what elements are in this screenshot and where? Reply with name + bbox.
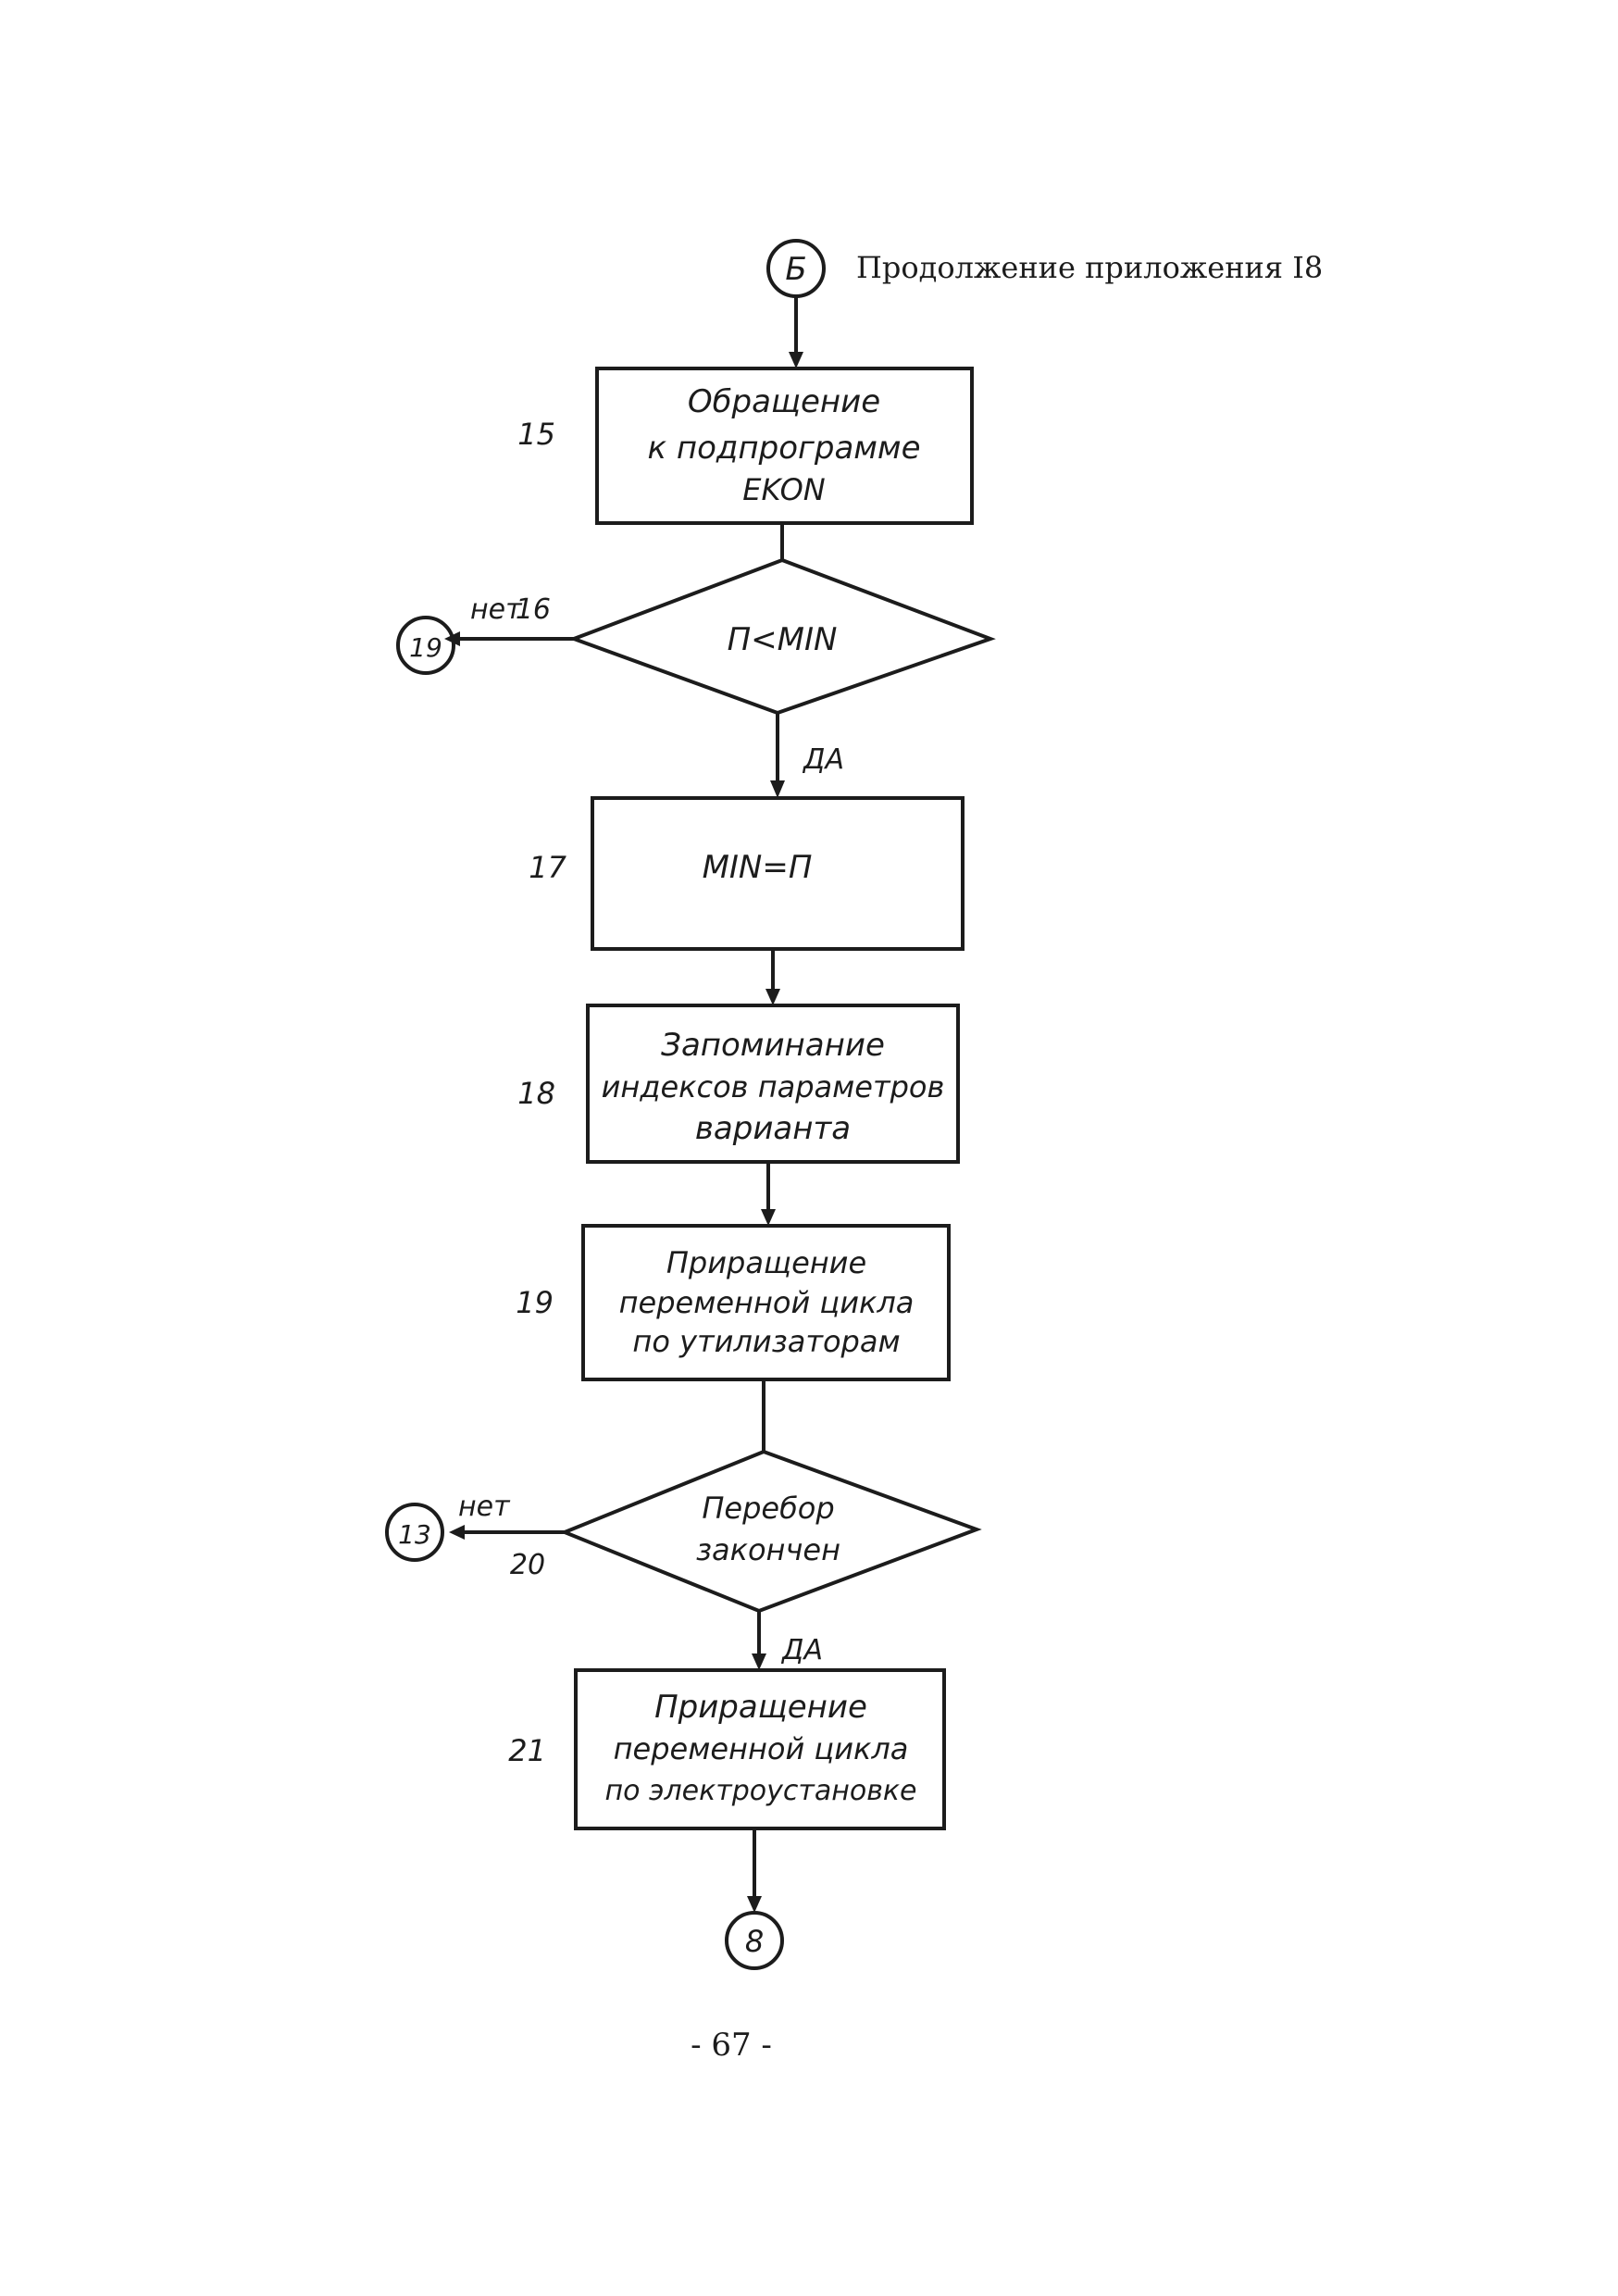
block-16-yes-label: ДА: [802, 743, 844, 776]
block-20-yes-label: ДА: [780, 1634, 823, 1666]
block-19-line-2: переменной цикла: [619, 1285, 915, 1320]
block-17-assignment: MIN=П: [703, 849, 813, 886]
block-15-number: 15: [517, 417, 555, 452]
block-17: 17 MIN=П: [529, 796, 965, 951]
bottom-connector-label: 8: [745, 1924, 764, 1959]
arrow-into-21: [752, 1653, 766, 1670]
block-21-number: 21: [508, 1733, 546, 1768]
connector-19: [396, 616, 455, 675]
arrow-into-19: [761, 1209, 776, 1226]
block-20: Перебор закончен 20 нет ДА 13: [385, 1449, 982, 1666]
arrow-into-15: [789, 352, 803, 368]
block-19-box: [581, 1224, 951, 1381]
block-21: 21 Приращение переменной цикла по электр…: [508, 1668, 946, 1830]
arrow-into-17: [770, 780, 785, 798]
arrow-into-bottom: [747, 1896, 762, 1913]
block-20-line-2: закончен: [696, 1532, 840, 1567]
top-connector-label: Б: [785, 251, 806, 288]
block-19-number: 19: [516, 1285, 554, 1320]
top-connector: Б: [766, 239, 826, 298]
block-15-line-3: EKON: [742, 472, 826, 507]
block-16: П<MIN 16 нет ДА 19: [396, 557, 996, 776]
connector-19-label: 19: [409, 632, 442, 663]
block-18-box: [586, 1004, 960, 1164]
block-15-line-2: к подпрограмме: [648, 430, 921, 467]
arrow-into-18: [765, 989, 780, 1005]
block-18-number: 18: [517, 1076, 555, 1111]
block-18-line-1: Запоминание: [661, 1027, 885, 1064]
block-20-number: 20: [510, 1549, 545, 1581]
continuation-caption: Продолжение приложения I8: [856, 250, 1323, 285]
block-21-line-3: по электроустановке: [605, 1775, 917, 1807]
connector-13-label: 13: [398, 1519, 431, 1550]
arrow-20-no: [449, 1525, 465, 1540]
block-20-diamond: [559, 1449, 982, 1614]
bottom-connector: 8: [725, 1911, 784, 1970]
block-17-box: [591, 796, 965, 951]
block-21-line-2: переменной цикла: [614, 1731, 909, 1766]
block-20-no-label: нет: [458, 1491, 511, 1523]
block-18: 18 Запоминание индексов параметров вариа…: [517, 1004, 960, 1164]
block-16-number: 16: [516, 593, 551, 626]
block-16-no-label: нет: [470, 593, 523, 626]
block-20-line-1: Перебор: [702, 1491, 834, 1526]
block-21-box: [574, 1668, 946, 1830]
block-15-box: [595, 367, 974, 525]
connector-13: [385, 1503, 444, 1562]
block-15: 15 Обращение к подпрограмме EKON: [517, 367, 974, 525]
block-17-number: 17: [529, 850, 566, 885]
block-15-line-1: Обращение: [688, 383, 880, 420]
flow-lines: [444, 296, 803, 1913]
page-number: - 67 -: [691, 2027, 772, 2064]
block-19-line-3: по утилизаторам: [632, 1324, 900, 1359]
block-19: 19 Приращение переменной цикла по утилиз…: [516, 1224, 951, 1381]
block-18-line-3: варианта: [695, 1110, 851, 1147]
bottom-connector-circle: [725, 1911, 784, 1970]
block-16-condition: П<MIN: [728, 621, 838, 658]
block-19-line-1: Приращение: [666, 1245, 866, 1280]
block-16-diamond: [568, 557, 996, 716]
block-18-line-2: индексов параметров: [602, 1069, 945, 1104]
block-21-line-1: Приращение: [654, 1689, 867, 1726]
